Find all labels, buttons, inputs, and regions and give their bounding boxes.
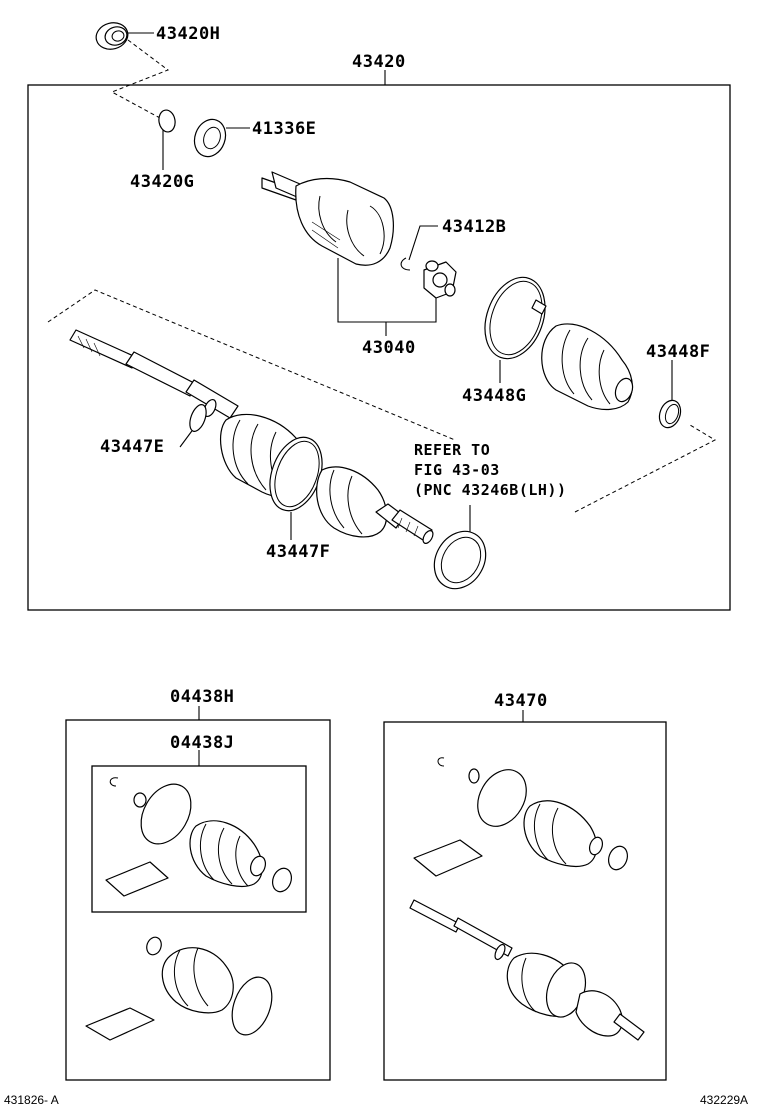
footer-right-code: 432229A xyxy=(700,1093,748,1107)
kit-04438H-drawing xyxy=(85,936,273,1041)
kit-04438J-drawing xyxy=(105,777,293,897)
refer-note-line2: FIG 43-03 xyxy=(414,461,500,479)
label-04438H: 04438H xyxy=(170,687,234,707)
outboard-cv-joint-drawing xyxy=(316,466,434,544)
leader-43040 xyxy=(337,258,437,323)
label-43470: 43470 xyxy=(494,691,548,711)
label-43448G: 43448G xyxy=(462,386,526,406)
snapring-43412B-drawing xyxy=(400,257,411,271)
dashed-axis-top xyxy=(110,39,170,119)
label-43447F: 43447F xyxy=(266,542,330,562)
kit-43470-drawing xyxy=(413,757,629,877)
clamp-43448F-drawing xyxy=(658,399,682,429)
label-43040: 43040 xyxy=(362,338,416,358)
label-43448F: 43448F xyxy=(646,342,710,362)
dashed-axis-right xyxy=(574,424,717,513)
seal-43420H-drawing xyxy=(95,22,129,50)
ring-43420G-drawing xyxy=(158,109,176,133)
leader-43412B xyxy=(408,225,438,261)
refer-note-line1: REFER TO xyxy=(414,441,490,459)
bearing-ring-drawing xyxy=(433,530,487,590)
assembly-43420-frame xyxy=(27,84,731,611)
label-43420H: 43420H xyxy=(156,24,220,44)
label-43420: 43420 xyxy=(352,52,406,72)
washer-41336E-drawing xyxy=(193,118,227,158)
clamp-43447E-drawing xyxy=(189,404,207,432)
inboard-joint-housing-drawing xyxy=(261,171,394,266)
label-41336E: 41336E xyxy=(252,119,316,139)
refer-note-line3: (PNC 43246B(LH)) xyxy=(414,481,567,499)
label-43412B: 43412B xyxy=(442,217,506,237)
tripod-drawing xyxy=(423,260,457,299)
footer-left-code: 431826- A xyxy=(4,1093,59,1107)
clamp-43448G-drawing xyxy=(484,276,547,360)
kit-04438H-frame xyxy=(65,719,331,1081)
label-04438J: 04438J xyxy=(170,733,234,753)
drive-shaft-drawing xyxy=(69,329,239,419)
kit-43470-shaft-drawing xyxy=(409,899,645,1041)
label-43420G: 43420G xyxy=(130,172,194,192)
inboard-boot-drawing xyxy=(541,323,634,411)
kit-43470-frame xyxy=(383,721,667,1081)
dashed-axis-left xyxy=(47,289,456,441)
label-43447E: 43447E xyxy=(100,437,164,457)
